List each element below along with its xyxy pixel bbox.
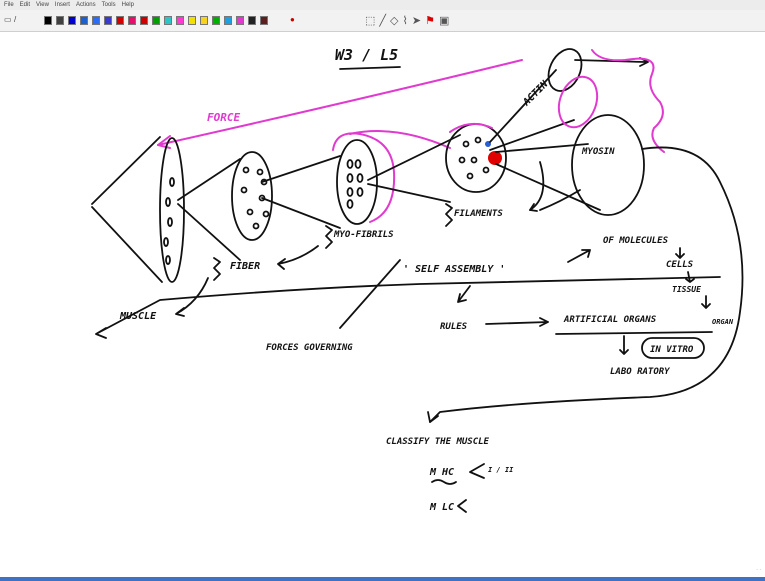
color-swatch[interactable] [116,16,124,25]
rules-to-organs-arrow [486,318,548,326]
insert-space-icon[interactable]: ▣ [439,14,449,28]
color-swatch[interactable] [44,16,52,25]
myosin-ellipse [572,115,644,215]
myofibril-cross-section [337,140,377,224]
menu-actions[interactable]: Actions [76,0,96,10]
flag-icon[interactable]: ⚑ [425,14,435,28]
muscle-cross-section [160,138,184,282]
color-swatch[interactable] [200,16,208,25]
pen-icon[interactable]: / [14,15,22,25]
force-arrow [158,60,522,145]
laboratory-label: LABO RATORY [610,367,670,377]
color-swatch[interactable] [56,16,64,25]
menu-bar: File Edit View Insert Actions Tools Help [0,0,765,10]
myofibril-link-lines [262,156,340,228]
mlc-branch [458,500,466,512]
lasso-tool-icon[interactable]: ⌇ [403,14,408,28]
color-swatch[interactable] [260,16,268,25]
myosin-label: MYOSIN [581,147,615,157]
filament-dots [460,138,489,179]
highlighter-icon[interactable]: ● [290,15,298,25]
muscle-fascicles [164,178,174,264]
color-swatch[interactable] [104,16,112,25]
muscle-arrow-line [96,277,720,338]
fiber-arrow [278,246,318,269]
color-swatch[interactable] [188,16,196,25]
color-swatch[interactable] [68,16,76,25]
pen-tool-icon[interactable]: ╱ [379,14,386,28]
tissue-label: TISSUE [672,285,701,294]
artificial-organs-label: ARTIFICIAL ORGANS [563,315,657,325]
tissue-arrow [702,296,710,308]
rules-arrow [458,286,470,302]
color-swatch[interactable] [152,16,160,25]
myofibrils-label: MYO-FIBRILS [333,230,394,240]
force-label: FORCE [207,111,240,124]
mhc-types-label: I / II [488,466,514,474]
cells-label: CELLS [666,260,694,270]
self-assembly-arrow [568,250,590,262]
menu-tools[interactable]: Tools [102,0,116,10]
myosin-marker-dot [488,151,502,165]
color-swatch[interactable] [176,16,184,25]
myofibril-filaments [348,160,363,208]
pointer-tool-icon[interactable]: ➤ [412,14,421,28]
page-icon[interactable]: ▭ [4,15,12,25]
organs-down-arrow [620,336,628,354]
myosin-bracket [592,50,664,152]
molecules-label: OF MOLECULES [603,236,669,246]
in-vitro-label: IN VITRO [650,345,694,355]
menu-insert[interactable]: Insert [55,0,70,10]
color-swatch[interactable] [224,16,232,25]
menu-file[interactable]: File [4,0,14,10]
title-underline [340,67,400,69]
classify-label: CLASSIFY THE MUSCLE [386,437,490,447]
actin-highlight [552,71,604,132]
eraser-tool-icon[interactable]: ◇ [390,14,398,28]
muscle-cone [92,137,162,282]
fiber-cross-section [232,152,272,240]
color-swatch[interactable] [140,16,148,25]
status-bar [0,577,765,581]
color-swatch[interactable] [212,16,220,25]
color-swatch[interactable] [236,16,244,25]
self-assembly-label: ' SELF ASSEMBLY ' [403,264,505,275]
whiteboard-canvas[interactable]: W3 / L5 FORCE [0,32,765,577]
mlc-label: M LC [429,502,454,513]
fiber-link-lines [178,159,240,260]
menu-view[interactable]: View [36,0,49,10]
select-tool-icon[interactable]: ⬚ [365,14,375,28]
filaments-label: FILAMENTS [454,209,503,219]
mhc-branch [470,464,484,478]
toolbar: ▭ / ● ⬚ ╱ ◇ ⌇ ➤ ⚑ ▣ [0,10,765,32]
rules-label: RULES [440,322,468,332]
color-swatch[interactable] [164,16,172,25]
filaments-brace [446,204,452,226]
color-swatch[interactable] [128,16,136,25]
forces-governing-label: FORCES GOVERNING [266,343,353,353]
menu-help[interactable]: Help [122,0,134,10]
mhc-squiggle [432,480,456,484]
ink-layer: W3 / L5 FORCE [0,32,765,577]
fiber-label: FIBER [230,261,260,272]
myofibrils-brace [326,226,332,248]
fiber-brace [214,258,220,280]
color-swatch[interactable] [248,16,256,25]
organs-underline [556,332,712,334]
page-indicator: · · [756,567,761,573]
classify-arrowhead [428,412,438,422]
actin-label: ACTIN [521,78,551,108]
page-title: W3 / L5 [335,46,398,64]
muscle-label: MUSCLE [119,311,157,322]
color-swatch[interactable] [92,16,100,25]
pen-tools: ⬚ ╱ ◇ ⌇ ➤ ⚑ ▣ [365,13,449,29]
forces-pointer-line [340,260,400,328]
color-swatch[interactable] [80,16,88,25]
molecules-arrow [676,248,684,258]
menu-edit[interactable]: Edit [20,0,30,10]
mhc-label: M HC [429,467,454,478]
organ-label: ORGAN [712,318,734,326]
